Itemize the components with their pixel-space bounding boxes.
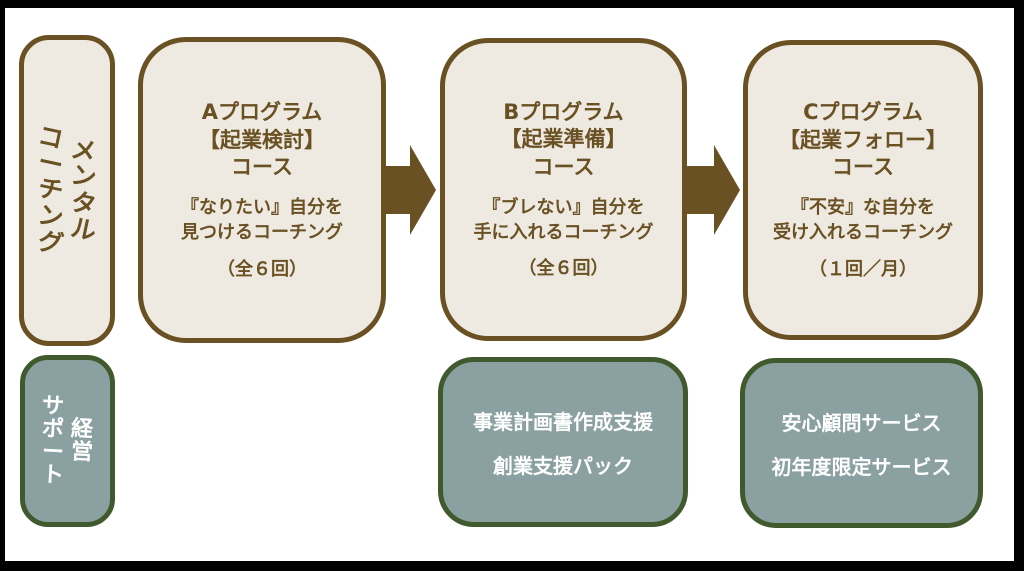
- subtitle-line: 『不安』な自分を: [791, 197, 935, 219]
- keiei-support-box: 経営 サポート: [20, 355, 115, 527]
- title-line: Bプログラム: [503, 99, 624, 124]
- mental-coaching-box: メンタル コーチング: [19, 35, 115, 346]
- program-a-title: Aプログラム 【起業検討】 コース: [199, 99, 325, 182]
- program-b-box: Bプログラム 【起業準備】 コース 『ブレない』自分を 手に入れるコーチング （…: [440, 38, 687, 341]
- subtitle-line: 『なりたい』自分を: [181, 197, 343, 219]
- title-line: コース: [231, 155, 293, 180]
- subtitle-line: 『ブレない』自分を: [482, 196, 645, 218]
- program-a-subtitle: 『なりたい』自分を 見つけるコーチング: [181, 195, 343, 245]
- program-b-subtitle: 『ブレない』自分を 手に入れるコーチング: [474, 195, 654, 245]
- program-b-title: Bプログラム 【起業準備】 コース: [501, 99, 627, 182]
- mental-coaching-label: メンタル コーチング: [35, 40, 99, 341]
- keiei-support-label-column-right: 経営: [70, 416, 94, 466]
- support-line: 安心顧問サービス: [781, 410, 942, 435]
- program-a-note: （全６回）: [217, 258, 307, 280]
- title-line: 【起業検討】: [199, 127, 325, 152]
- support-line: 創業支援パック: [493, 453, 633, 478]
- subtitle-line: 見つけるコーチング: [181, 222, 343, 244]
- program-c-note: （１回／月）: [809, 258, 917, 280]
- mental-coaching-label-column-left: コーチング: [35, 121, 67, 260]
- title-line: コース: [832, 155, 894, 180]
- program-c-box: Cプログラム 【起業フォロー】 コース 『不安』な自分を 受け入れるコーチング …: [743, 40, 983, 340]
- title-line: Cプログラム: [803, 100, 923, 125]
- vertical-char: 営: [70, 439, 94, 466]
- vertical-char: ル: [67, 212, 99, 247]
- advisor-service-box: 安心顧問サービス 初年度限定サービス: [740, 358, 983, 528]
- support-line: 事業計画書作成支援: [473, 409, 653, 434]
- program-c-title: Cプログラム 【起業フォロー】 コース: [779, 99, 947, 182]
- mental-coaching-label-column-right: メンタル: [67, 134, 99, 247]
- subtitle-line: 受け入れるコーチング: [773, 222, 953, 244]
- title-line: コース: [532, 154, 595, 179]
- subtitle-line: 手に入れるコーチング: [473, 221, 654, 243]
- vertical-char: 経: [70, 416, 94, 443]
- title-line: 【起業準備】: [500, 127, 627, 152]
- title-line: Aプログラム: [201, 100, 323, 125]
- program-c-subtitle: 『不安』な自分を 受け入れるコーチング: [773, 195, 953, 245]
- vertical-char: ト: [41, 462, 65, 489]
- vertical-char: サ: [41, 393, 65, 420]
- vertical-char: ポ: [41, 416, 65, 443]
- program-b-note: （全６回）: [518, 258, 609, 280]
- support-line: 初年度限定サービス: [771, 454, 952, 479]
- flow-arrow-a-to-b-icon: [382, 145, 436, 235]
- flow-arrow-b-to-c-icon: [686, 145, 740, 235]
- business-plan-support-box: 事業計画書作成支援 創業支援パック: [438, 357, 688, 527]
- title-line: 【起業フォロー】: [779, 127, 947, 152]
- vertical-char: ー: [41, 439, 65, 466]
- keiei-support-label: 経営 サポート: [41, 360, 94, 522]
- keiei-support-label-column-left: サポート: [41, 393, 65, 489]
- program-a-box: Aプログラム 【起業検討】 コース 『なりたい』自分を 見つけるコーチング （全…: [138, 37, 386, 343]
- vertical-char: グ: [35, 225, 67, 260]
